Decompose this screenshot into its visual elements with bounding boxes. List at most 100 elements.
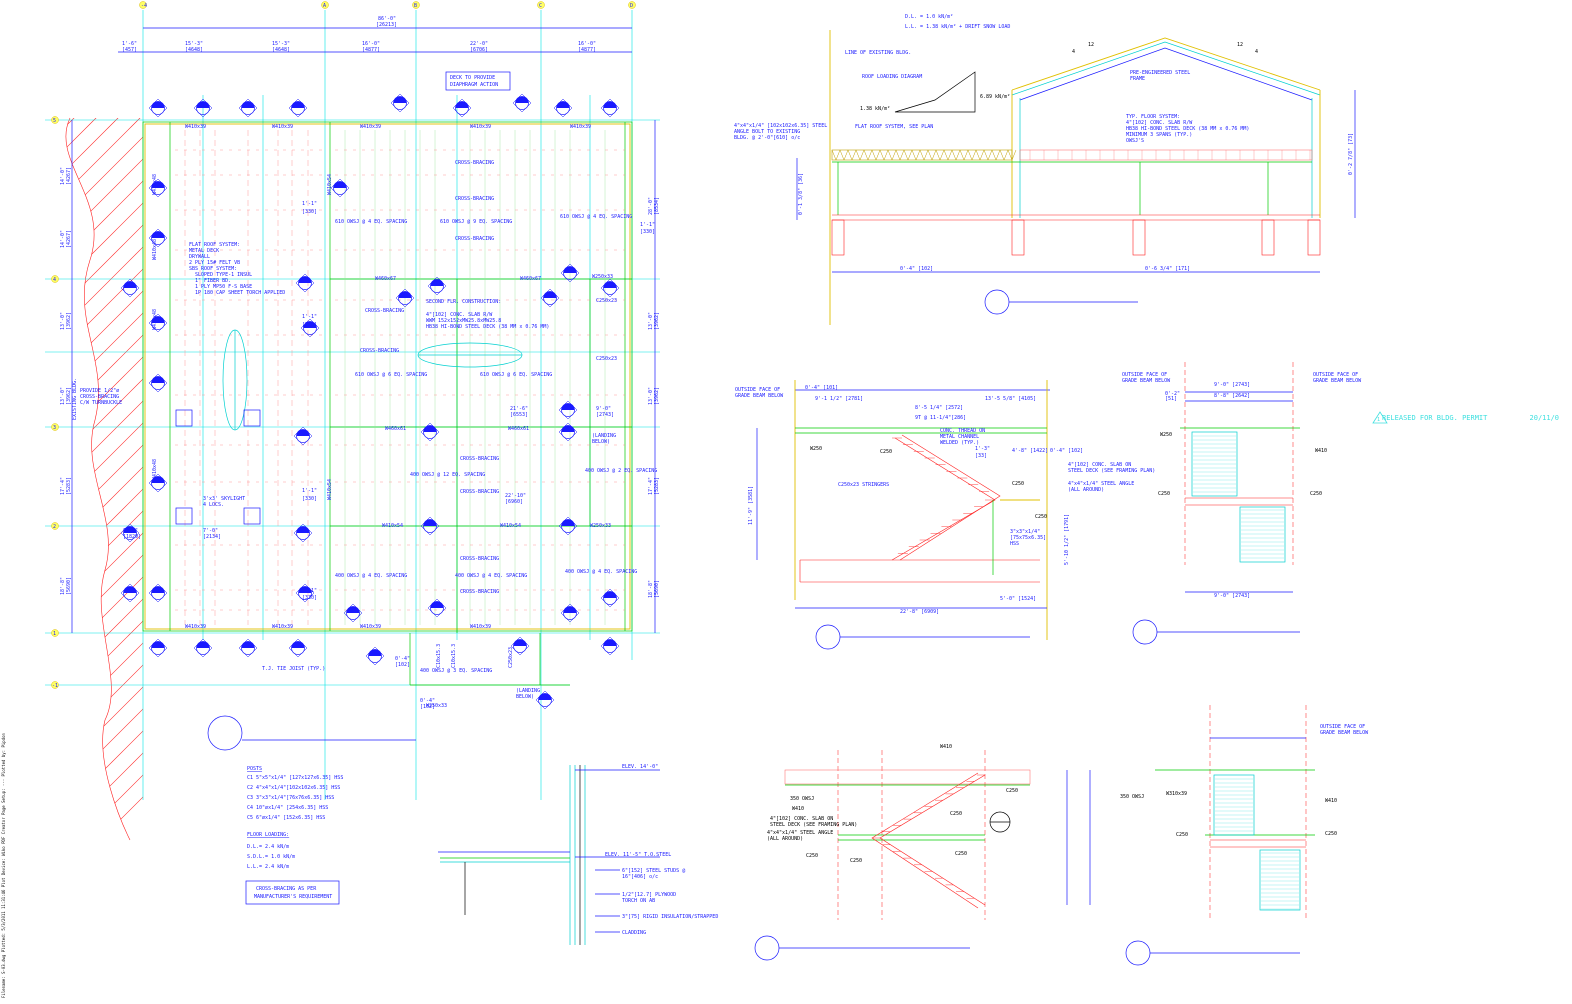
stair-dim: 9'-0" [2743]	[1214, 382, 1250, 388]
beam-label: C250x23	[596, 356, 617, 362]
row-dim: 28'-0"	[648, 197, 654, 215]
bracing-box-text: CROSS-BRACING AS PER	[256, 886, 317, 892]
grid-bubble-top	[628, 1, 636, 9]
stair-note: [75x75x6.35]	[1010, 535, 1046, 541]
beam-label: W410x39	[272, 124, 293, 130]
beam-label: W410x39	[185, 624, 206, 630]
general-notes: POSTS C1 5"x5"x1/4" [127x127x6.35] HSS C…	[245, 766, 343, 905]
stair-dim: 4'-8" [1422]	[1012, 448, 1048, 454]
drawing-title-bubble	[815, 624, 841, 650]
grid-label-top: A	[323, 3, 326, 9]
beam-label: W410x39	[272, 624, 293, 630]
stair-dim: [51]	[1165, 396, 1177, 402]
grid-bubble-left	[51, 629, 59, 637]
bracing-note: PROVIDE 1/2"ø	[80, 388, 119, 394]
outside-face-note: GRADE BEAM BELOW	[735, 393, 784, 399]
post-item: C4 10"øx1/4" [254x6.35] HSS	[247, 805, 328, 811]
row-dim-mm: [3962]	[66, 312, 72, 330]
release-date: 20/11/0	[1529, 414, 1560, 422]
grid-bubble-left	[51, 423, 59, 431]
wall-detail: ELEV. 14'-0" ELEV. 11'-5" T.O.STEEL 6"[1…	[438, 764, 718, 945]
col-dim-mm: [4877]	[362, 47, 380, 53]
col-dim-mm: [4877]	[578, 47, 596, 53]
deck-note: DIAPHRAGM ACTION	[450, 82, 498, 88]
release-text: RELEASED FOR BLDG. PERMIT	[1382, 414, 1488, 422]
flat-roof-note: 2 PLY 15# FELT VB	[189, 260, 240, 266]
floor-loading-item: L.L.= 2.4 kN/m	[247, 864, 289, 870]
misc-dim-mm: [1829]	[123, 534, 141, 540]
row-dim-mm: [5690]	[654, 580, 660, 598]
wall-note: 1/2"[12.7] PLYWOOD	[622, 892, 676, 898]
frame-label: PRE-ENGINEERED STEEL	[1130, 70, 1190, 76]
posts-title: POSTS	[247, 766, 262, 772]
misc-dim: 22'-10"	[505, 493, 526, 499]
stair-dim: 0'-4" [102]	[1050, 448, 1083, 454]
grid-label-left: 5	[53, 118, 56, 124]
plan-left-dimensions: 14'-0" [4267] 14'-0" [4267] 13'-0" [3962…	[60, 120, 78, 633]
misc-dim: 0'-4"	[420, 698, 435, 704]
misc-dim-mm: [330]	[640, 229, 655, 235]
flat-roof-note: FLAT ROOF SYSTEM:	[189, 242, 240, 248]
floor-system-note: 4"[102] CONC. SLAB R/W	[1126, 120, 1193, 126]
landing-note: (LANDING	[516, 688, 540, 694]
flat-roof-note: SLOPED TYPE-1 INSUL	[195, 272, 252, 278]
beam-label: W250x33	[590, 523, 611, 529]
beam-label: W410x39	[360, 624, 381, 630]
grid-label-top: -4	[141, 3, 147, 9]
wall-note: TORCH ON AB	[622, 898, 655, 904]
beam-label: W460x67	[375, 276, 396, 282]
col-dim: 1'-6"	[122, 41, 137, 47]
stair-dim: 5'-0" [1524]	[1000, 596, 1036, 602]
plan-right-dimensions: 28'-0" [8534] 13'-0" [3962] 13'-0" [3962…	[648, 120, 660, 633]
member-label: C250	[955, 851, 967, 857]
row-dim-mm: [5690]	[66, 577, 72, 595]
beam-label: W410x48	[152, 239, 158, 260]
plot-stamp: Filename: S-03.dwg Plotted: 5/3/2011 11:…	[1, 733, 6, 998]
member-label: W410	[1315, 448, 1327, 454]
stair-dim: 22'-8" [6909]	[900, 609, 939, 615]
member-label: C250	[1006, 788, 1018, 794]
flat-roof-note: DRYWALL	[189, 254, 210, 260]
flat-roof-note: 1 PLY MP50 F-S BASE	[195, 284, 252, 290]
misc-dim-mm: [330]	[302, 322, 317, 328]
beam-label: W410x48	[152, 309, 158, 330]
owsj-label: 610 OWSJ @ 9 EQ. SPACING	[440, 219, 512, 225]
stair-dim: 1'-3"	[975, 446, 990, 452]
grid-bubble-left	[51, 275, 59, 283]
member-label: W250	[1160, 432, 1172, 438]
outside-face-note: OUTSIDE FACE OF	[1122, 372, 1167, 378]
floor-loading-item: D.L.= 2.4 kN/m	[247, 844, 289, 850]
stair-detail-4: OUTSIDE FACE OF GRADE BEAM BELOW 350 OWS…	[1120, 705, 1369, 966]
member-label: C250	[880, 449, 892, 455]
floor-system-note: OWSJ'S	[1126, 138, 1144, 144]
wall-note: 16"[406] o/c	[622, 874, 658, 880]
second-floor-note: 4"[102] CONC. SLAB R/W	[426, 312, 493, 318]
grid-bubbles: -4 A B C D 5 4 3 2 1 -1	[51, 1, 636, 689]
col-dim: 16'-0"	[362, 41, 380, 47]
drawing-title-bubble	[1132, 619, 1158, 645]
wall-note: CLADDING	[622, 930, 646, 936]
beam-label: W410x39	[360, 124, 381, 130]
beam-label: C10x15.3	[436, 644, 442, 668]
stair-note: WELDED (TYP.)	[940, 440, 979, 446]
owsj-label: 610 OWSJ @ 6 EQ. SPACING	[355, 372, 427, 378]
col-dim: 16'-0"	[578, 41, 596, 47]
outside-face-note: OUTSIDE FACE OF	[1320, 724, 1365, 730]
row-dim: 14'-0"	[60, 167, 66, 185]
section-dim: 0'-4" [102]	[900, 266, 933, 272]
roof-diagram-label: ROOF LOADING DIAGRAM	[862, 74, 922, 80]
owsj-label: 610 OWSJ @ 6 EQ. SPACING	[480, 372, 552, 378]
outside-face-note: OUTSIDE FACE OF	[735, 387, 780, 393]
cross-bracing-label: CROSS-BRACING	[360, 348, 399, 354]
member-label: C250	[1176, 832, 1188, 838]
misc-dim-mm: [102]	[395, 662, 410, 668]
member-label: 350 OWSJ	[1120, 794, 1144, 800]
beam-label: W410x48	[152, 174, 158, 195]
row-dim: 13'-0"	[60, 387, 66, 405]
col-dim-mm: [457]	[122, 47, 137, 53]
outside-face-note: OUTSIDE FACE OF	[1313, 372, 1358, 378]
grid-bubble-left	[51, 522, 59, 530]
member-label: C250	[1012, 481, 1024, 487]
stair-note: HSS	[1010, 541, 1019, 547]
beam-label: W410x39	[185, 124, 206, 130]
